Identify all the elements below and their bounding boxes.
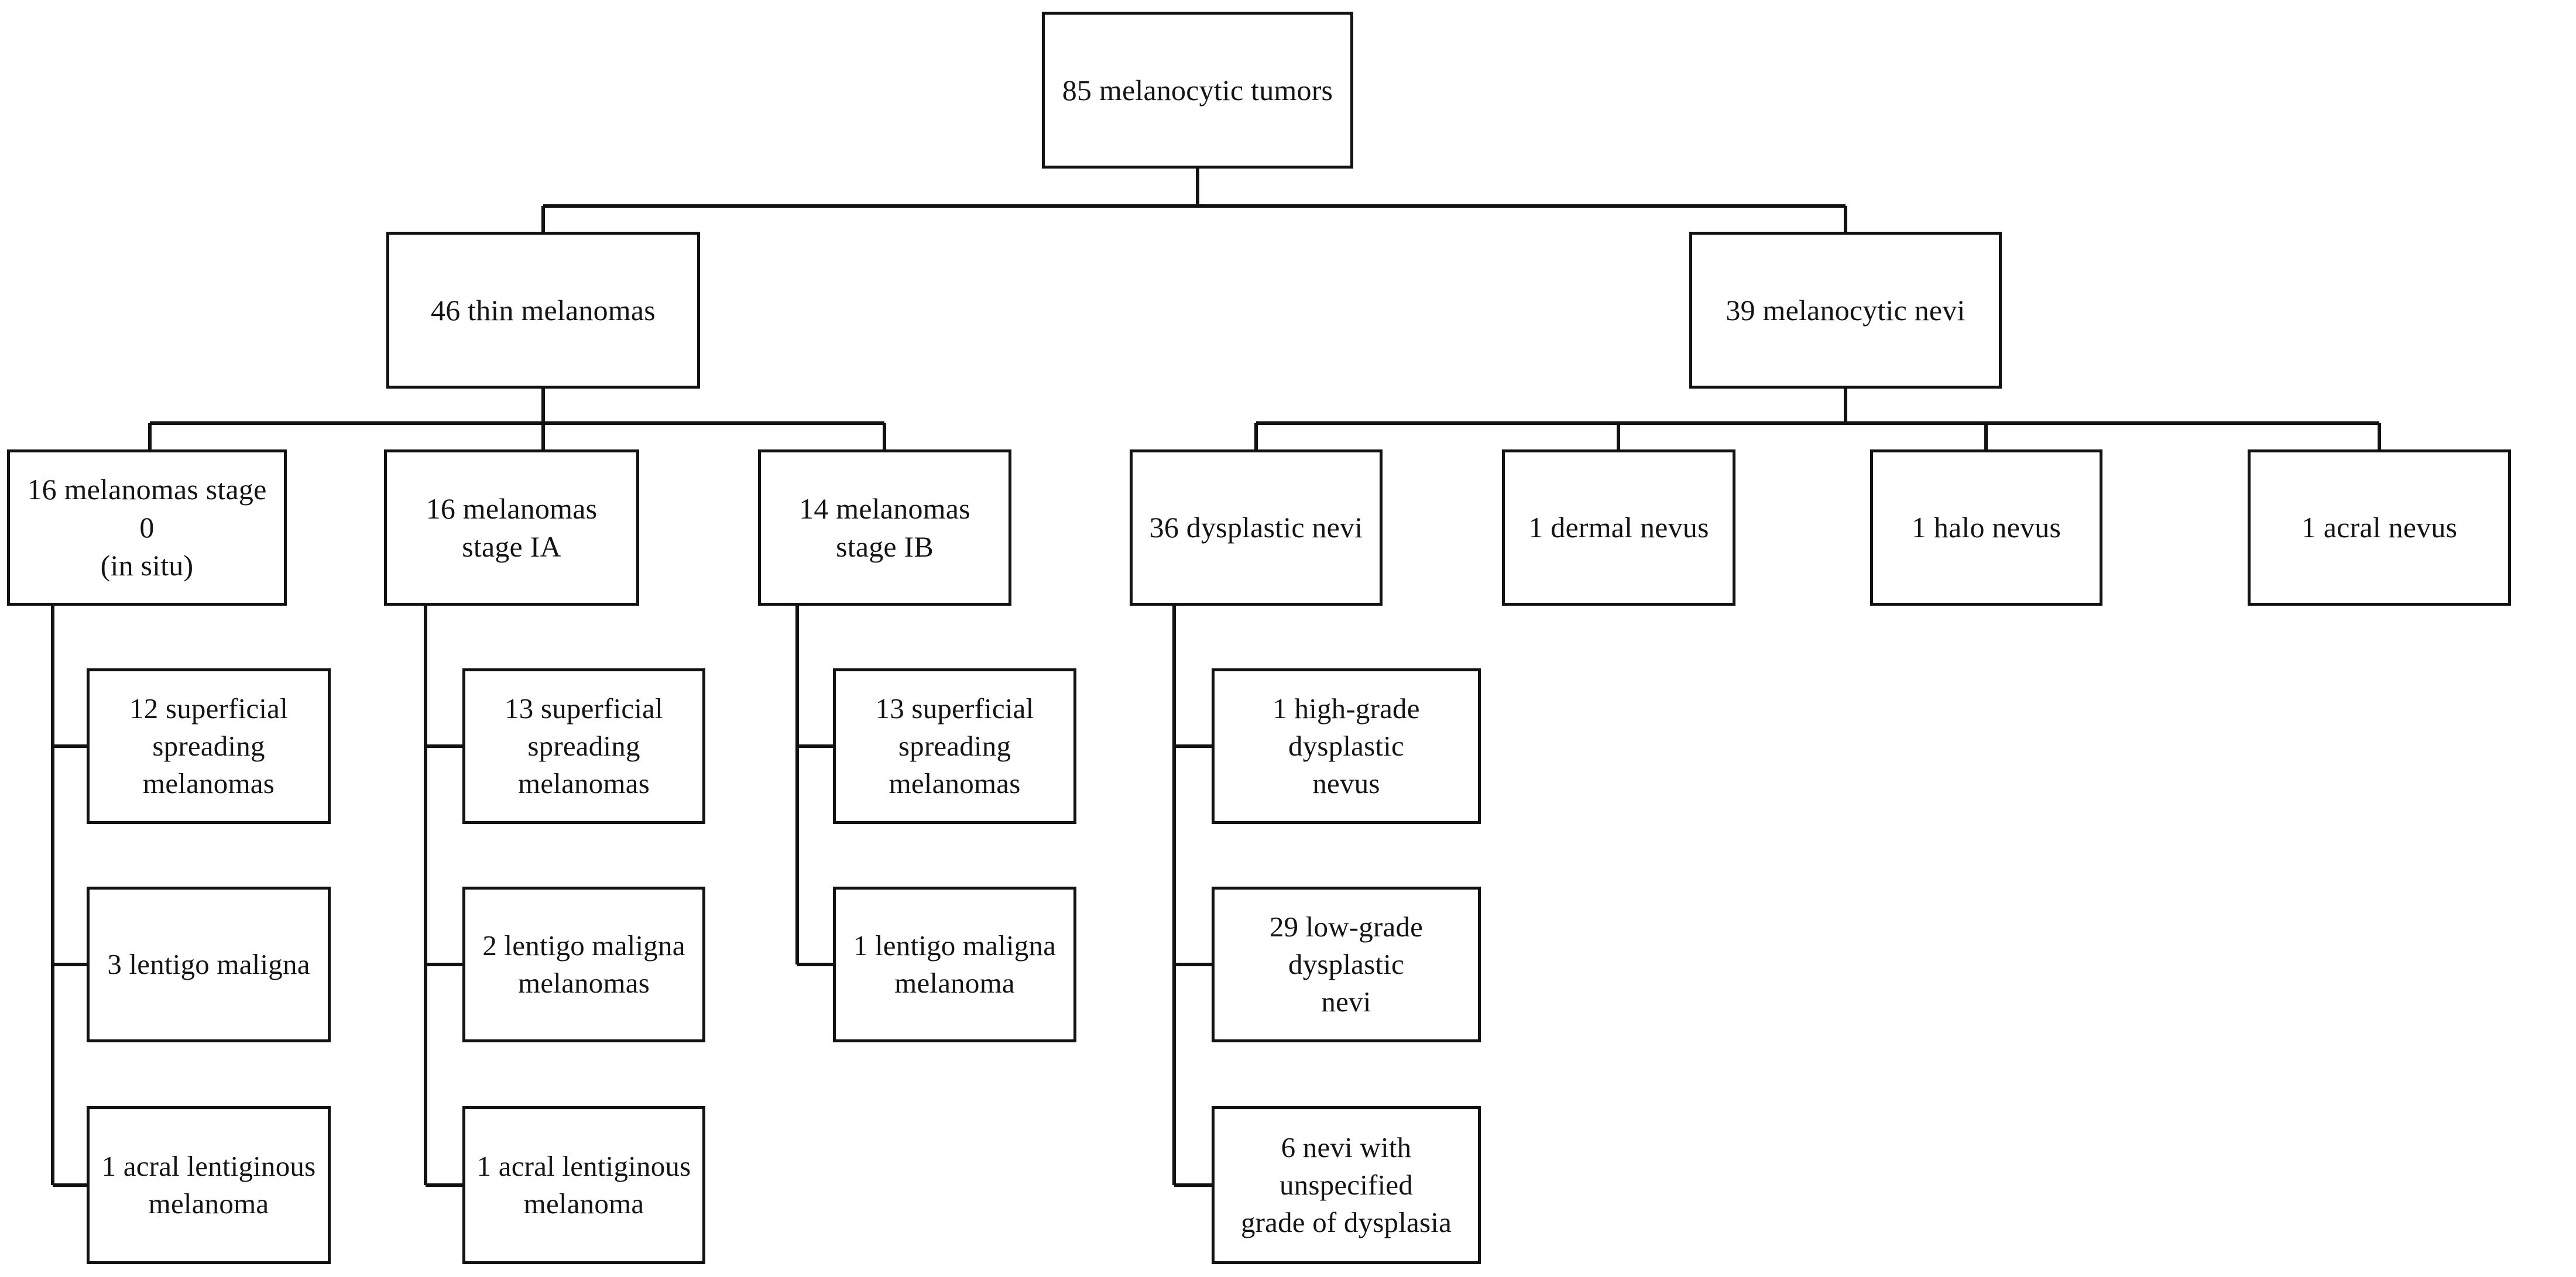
node-ia-alm[interactable]: 1 acral lentiginous melanoma (462, 1106, 705, 1264)
node-ia-ssm-label: 13 superficial spreading melanomas (505, 692, 663, 799)
node-ib-ssm-label: 13 superficial spreading melanomas (875, 692, 1034, 799)
node-ia-lmm-label: 2 lentigo maligna melanomas (482, 929, 685, 999)
node-root[interactable]: 85 melanocytic tumors (1042, 12, 1353, 169)
node-melanocytic-nevi[interactable]: 39 melanocytic nevi (1689, 232, 2002, 389)
node-ib-ssm[interactable]: 13 superficial spreading melanomas (833, 668, 1076, 824)
node-dn-high-grade-label: 1 high-grade dysplastic nevus (1272, 692, 1420, 799)
node-stage0-alm-label: 1 acral lentiginous melanoma (101, 1150, 316, 1220)
node-stage-ib[interactable]: 14 melanomas stage IB (758, 449, 1011, 606)
node-dysplastic-nevi[interactable]: 36 dysplastic nevi (1130, 449, 1383, 606)
node-dn-low-grade-label: 29 low-grade dysplastic nevi (1269, 911, 1424, 1018)
node-thin-melanomas[interactable]: 46 thin melanomas (386, 232, 700, 389)
node-stage0-ssm-label: 12 superficial spreading melanomas (129, 692, 288, 799)
node-ib-lmm[interactable]: 1 lentigo maligna melanoma (833, 887, 1076, 1042)
node-root-label: 85 melanocytic tumors (1062, 73, 1333, 107)
node-stage0-alm[interactable]: 1 acral lentiginous melanoma (87, 1106, 331, 1264)
node-ib-lmm-label: 1 lentigo maligna melanoma (853, 929, 1057, 999)
node-ia-lmm[interactable]: 2 lentigo maligna melanomas (462, 887, 705, 1042)
node-stage-0[interactable]: 16 melanomas stage 0 (in situ) (7, 449, 287, 606)
node-dysplastic-nevi-label: 36 dysplastic nevi (1149, 511, 1363, 544)
node-halo-nevus[interactable]: 1 halo nevus (1870, 449, 2102, 606)
node-dn-high-grade[interactable]: 1 high-grade dysplastic nevus (1212, 668, 1481, 824)
node-dermal-nevus[interactable]: 1 dermal nevus (1502, 449, 1735, 606)
node-stage-ia-label: 16 melanomas stage IA (426, 492, 598, 563)
node-ia-alm-label: 1 acral lentiginous melanoma (476, 1150, 691, 1220)
node-stage-0-label: 16 melanomas stage 0 (in situ) (27, 473, 267, 582)
node-ia-ssm[interactable]: 13 superficial spreading melanomas (462, 668, 705, 824)
node-melanocytic-nevi-label: 39 melanocytic nevi (1726, 293, 1966, 327)
node-stage-ib-label: 14 melanomas stage IB (799, 492, 970, 563)
node-dn-unspecified[interactable]: 6 nevi with unspecified grade of dysplas… (1212, 1106, 1481, 1264)
node-stage-ia[interactable]: 16 melanomas stage IA (384, 449, 639, 606)
node-acral-nevus[interactable]: 1 acral nevus (2248, 449, 2511, 606)
node-halo-nevus-label: 1 halo nevus (1911, 511, 2062, 544)
node-dermal-nevus-label: 1 dermal nevus (1528, 511, 1709, 544)
node-stage0-lm-label: 3 lentigo maligna (107, 948, 310, 981)
node-dn-low-grade[interactable]: 29 low-grade dysplastic nevi (1212, 887, 1481, 1042)
node-dn-unspecified-label: 6 nevi with unspecified grade of dysplas… (1240, 1131, 1452, 1238)
node-stage0-lm[interactable]: 3 lentigo maligna (87, 887, 331, 1042)
node-stage0-ssm[interactable]: 12 superficial spreading melanomas (87, 668, 331, 824)
node-acral-nevus-label: 1 acral nevus (2301, 511, 2458, 544)
node-thin-melanomas-label: 46 thin melanomas (431, 293, 656, 327)
